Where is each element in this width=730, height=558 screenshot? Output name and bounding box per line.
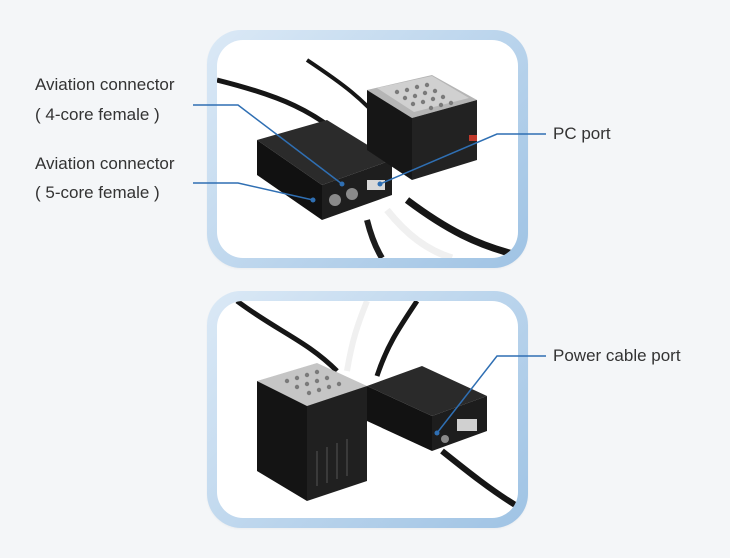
bottom-photo bbox=[217, 301, 518, 518]
leader-line-5core bbox=[193, 182, 314, 201]
label-aviation-connector-5core-title: Aviation connector bbox=[35, 154, 175, 173]
leader-line-4core bbox=[193, 104, 343, 185]
label-aviation-connector-4core-title: Aviation connector bbox=[35, 75, 175, 94]
device-photo-bottom bbox=[235, 301, 518, 509]
top-photo bbox=[217, 40, 518, 258]
leader-line-pc-port bbox=[379, 133, 546, 185]
label-aviation-connector-4core-subtitle: ( 4-core female ) bbox=[35, 105, 160, 124]
bottom-photo-frame bbox=[207, 291, 528, 528]
label-pc-port: PC port bbox=[553, 124, 611, 143]
leader-line-power-port bbox=[436, 355, 546, 434]
label-aviation-connector-5core-subtitle: ( 5-core female ) bbox=[35, 183, 160, 202]
label-power-cable-port: Power cable port bbox=[553, 346, 681, 365]
top-photo-frame bbox=[207, 30, 528, 268]
device-photo-top bbox=[217, 58, 518, 258]
